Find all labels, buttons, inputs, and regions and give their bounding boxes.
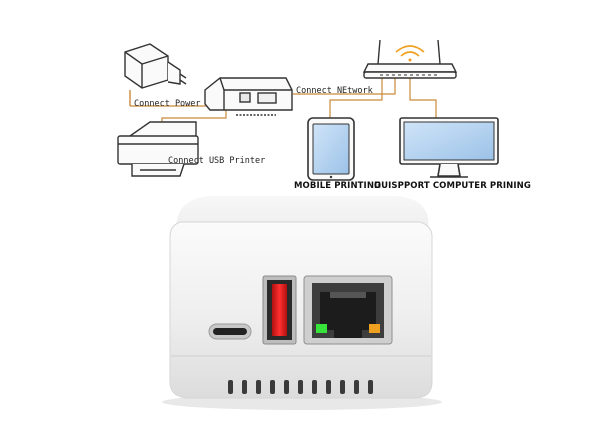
printer-icon xyxy=(117,121,199,177)
computer-monitor-icon xyxy=(399,117,499,178)
connect-network-label: Connect NEtwork xyxy=(296,86,373,96)
tablet-icon xyxy=(307,117,355,181)
ethernet-port xyxy=(303,275,393,345)
link-led xyxy=(316,324,327,333)
vent-slots xyxy=(228,380,373,394)
power-adapter-icon xyxy=(124,43,187,106)
usb-a-port xyxy=(262,275,297,345)
connect-usb-printer-label: Connect USB Printer xyxy=(168,156,266,166)
network-line xyxy=(293,74,396,95)
router-icon xyxy=(362,39,458,79)
print-server-device xyxy=(162,196,442,410)
mobile-line xyxy=(329,76,383,118)
computer-printing-caption: DUISPPORT COMPUTER PRINING xyxy=(374,181,531,191)
connect-power-label: Connect Power xyxy=(134,99,201,109)
mobile-printing-caption: MOBILE PRINTING xyxy=(294,181,382,191)
computer-line xyxy=(409,76,437,118)
print-server-diagram-icon xyxy=(204,77,293,116)
usb-c-port xyxy=(208,323,252,340)
activity-led xyxy=(369,324,380,333)
